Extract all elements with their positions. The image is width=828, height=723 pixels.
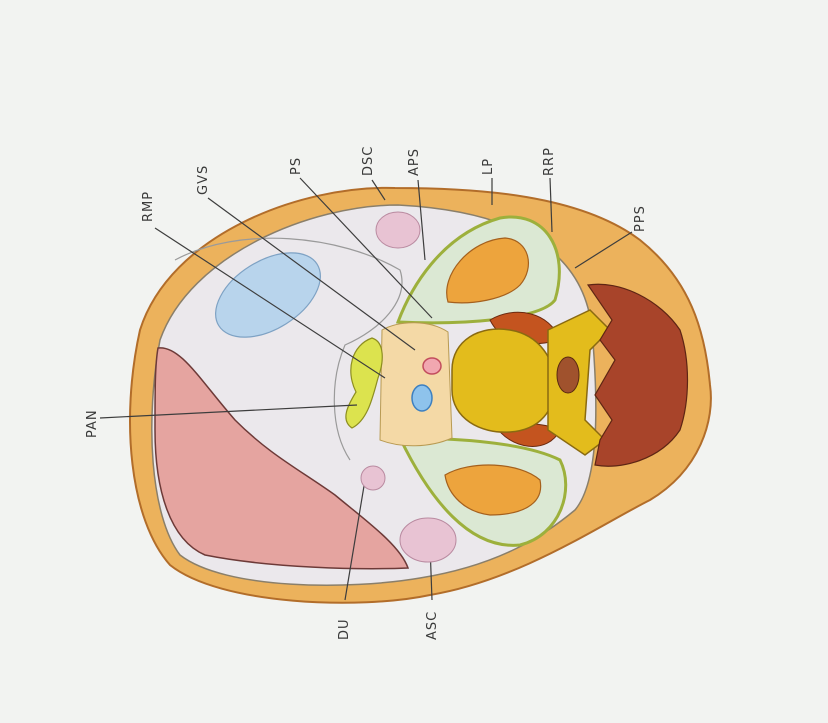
label-rmp: RMP	[141, 191, 156, 222]
label-dsc: DSC	[361, 146, 376, 176]
label-pps: PPS	[633, 205, 648, 232]
label-du: DU	[337, 618, 352, 640]
label-rrp: RRP	[542, 147, 557, 176]
ascending-colon	[400, 518, 456, 562]
label-aps: APS	[407, 148, 422, 176]
descending-colon	[376, 212, 420, 248]
retroperitoneum	[380, 323, 452, 446]
label-pan: PAN	[85, 409, 100, 438]
label-lp: LP	[481, 158, 496, 175]
spinal-canal	[557, 357, 579, 393]
label-asc: ASC	[425, 611, 440, 640]
duodenum	[361, 466, 385, 490]
aorta	[423, 358, 441, 374]
label-gvs: GVS	[196, 165, 211, 195]
vertebral-body	[452, 329, 555, 432]
inferior-vena-cava	[412, 385, 432, 411]
label-ps: PS	[289, 157, 304, 175]
